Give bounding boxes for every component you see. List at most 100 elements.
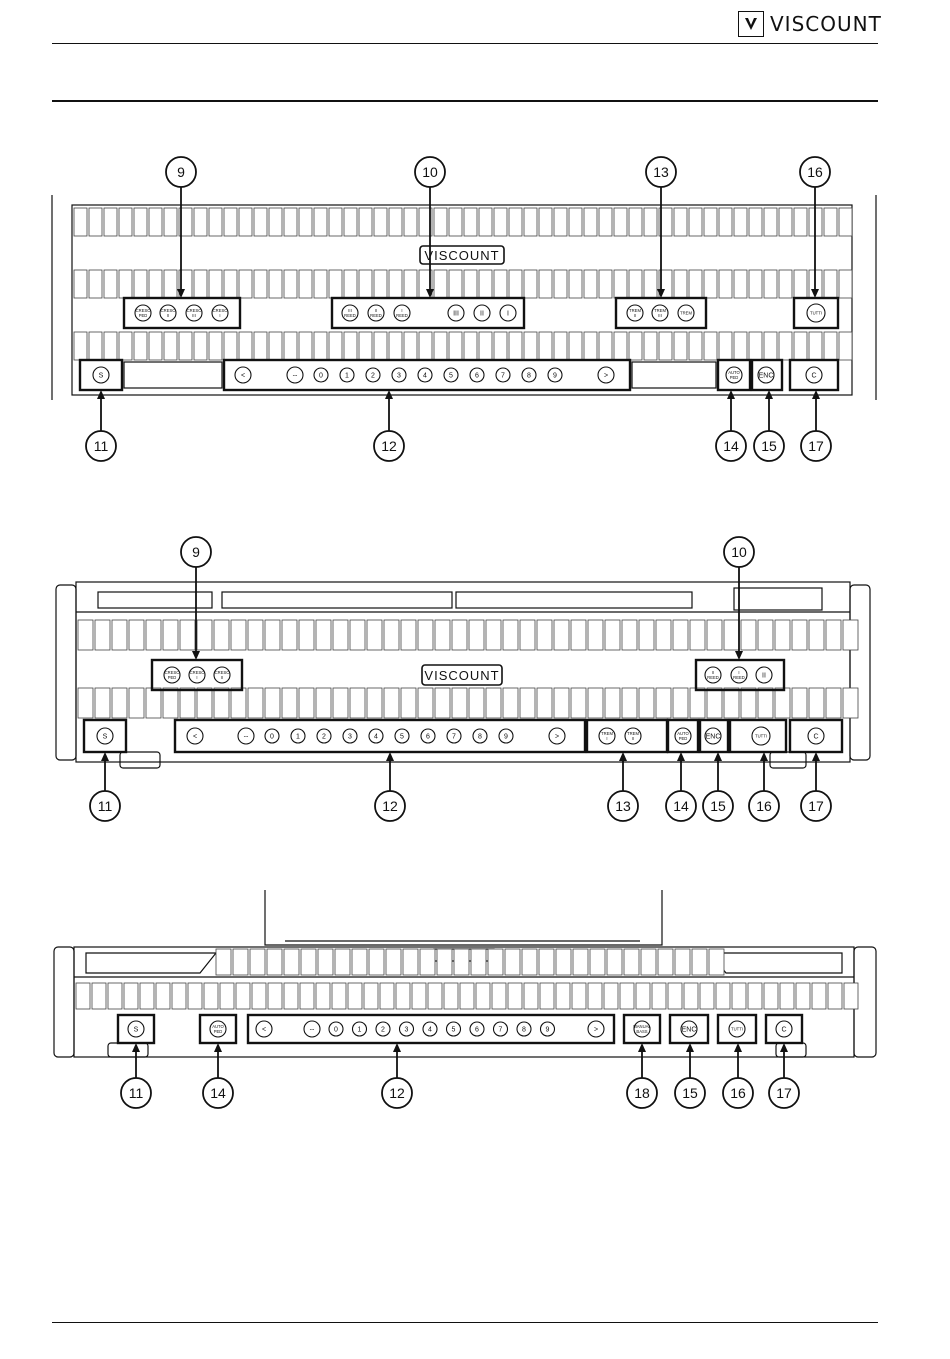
- stop-tab[interactable]: [107, 982, 123, 1010]
- set-button[interactable]: S: [96, 727, 114, 745]
- stop-tab[interactable]: [148, 269, 163, 299]
- stop-tab[interactable]: [179, 619, 196, 651]
- stop-tab[interactable]: [763, 207, 778, 237]
- number-button[interactable]: 3: [391, 367, 407, 383]
- stop-tab[interactable]: [723, 687, 740, 719]
- stop-tab[interactable]: [838, 207, 853, 237]
- stop-tab[interactable]: [145, 687, 162, 719]
- seq-next-button[interactable]: >: [548, 727, 566, 745]
- stop-tab[interactable]: [179, 687, 196, 719]
- stop-tab[interactable]: [358, 207, 373, 237]
- stop-tab[interactable]: [118, 207, 133, 237]
- stop-tab[interactable]: [264, 619, 281, 651]
- stop-tab[interactable]: [604, 687, 621, 719]
- stop-tab[interactable]: [343, 331, 358, 361]
- stop-tab[interactable]: [213, 687, 230, 719]
- stop-tab[interactable]: [689, 619, 706, 651]
- stop-tab[interactable]: [747, 982, 763, 1010]
- stop-tab[interactable]: [791, 687, 808, 719]
- stop-tab[interactable]: [468, 619, 485, 651]
- stop-tab[interactable]: [133, 269, 148, 299]
- stop-tab[interactable]: [638, 619, 655, 651]
- stop-tab[interactable]: [328, 207, 343, 237]
- stop-tab[interactable]: [651, 982, 667, 1010]
- stop-tab[interactable]: [606, 948, 623, 976]
- stop-tab[interactable]: [493, 269, 508, 299]
- stop-tab[interactable]: [247, 619, 264, 651]
- number-button[interactable]: 6: [469, 1021, 485, 1037]
- stop-tab[interactable]: [328, 269, 343, 299]
- stop-tab[interactable]: [643, 331, 658, 361]
- stop-tab[interactable]: [823, 207, 838, 237]
- stop-tab[interactable]: [347, 982, 363, 1010]
- number-button[interactable]: 6: [420, 728, 436, 744]
- stop-tab[interactable]: [635, 982, 651, 1010]
- stop-tab[interactable]: [238, 207, 253, 237]
- stop-tab[interactable]: [363, 982, 379, 1010]
- stop-tab[interactable]: [73, 207, 88, 237]
- stop-tab[interactable]: [793, 269, 808, 299]
- stop-tab[interactable]: [315, 982, 331, 1010]
- reed-button[interactable]: II: [473, 304, 491, 322]
- stop-tab[interactable]: [740, 687, 757, 719]
- number-button[interactable]: 7: [495, 367, 511, 383]
- number-button[interactable]: 2: [365, 367, 381, 383]
- stop-tab[interactable]: [403, 331, 418, 361]
- stop-tab[interactable]: [699, 982, 715, 1010]
- reed-button[interactable]: II: [755, 666, 773, 684]
- stop-tab[interactable]: [171, 982, 187, 1010]
- stop-tab[interactable]: [793, 207, 808, 237]
- stop-tab[interactable]: [539, 982, 555, 1010]
- stop-tab[interactable]: [672, 687, 689, 719]
- stop-tab[interactable]: [463, 269, 478, 299]
- stop-tab[interactable]: [553, 207, 568, 237]
- reed-button[interactable]: III: [447, 304, 465, 322]
- stop-tab[interactable]: [268, 331, 283, 361]
- stop-tab[interactable]: [613, 269, 628, 299]
- stop-tab[interactable]: [366, 619, 383, 651]
- stop-tab[interactable]: [523, 269, 538, 299]
- stop-tab[interactable]: [433, 269, 448, 299]
- enc-button[interactable]: ENC: [704, 727, 722, 745]
- stop-tab[interactable]: [238, 331, 253, 361]
- stop-tab[interactable]: [778, 207, 793, 237]
- stop-tab[interactable]: [825, 619, 842, 651]
- stop-tab[interactable]: [703, 207, 718, 237]
- stop-tab[interactable]: [349, 619, 366, 651]
- stop-tab[interactable]: [538, 331, 553, 361]
- stop-tab[interactable]: [718, 207, 733, 237]
- stop-tab[interactable]: [463, 207, 478, 237]
- stop-tab[interactable]: [706, 687, 723, 719]
- stop-tab[interactable]: [418, 331, 433, 361]
- stop-tab[interactable]: [163, 207, 178, 237]
- stop-tab[interactable]: [519, 687, 536, 719]
- enc-button[interactable]: ENC: [757, 366, 775, 384]
- stop-tab[interactable]: [145, 619, 162, 651]
- stop-tab[interactable]: [538, 269, 553, 299]
- stop-tab[interactable]: [621, 619, 638, 651]
- stop-tab[interactable]: [555, 982, 571, 1010]
- stop-tab[interactable]: [281, 619, 298, 651]
- stop-tab[interactable]: [706, 619, 723, 651]
- stop-tab[interactable]: [434, 687, 451, 719]
- stop-tab[interactable]: [658, 331, 673, 361]
- cancel-button[interactable]: C: [807, 727, 825, 745]
- stop-tab[interactable]: [598, 331, 613, 361]
- stop-tab[interactable]: [823, 331, 838, 361]
- stop-tab[interactable]: [235, 982, 251, 1010]
- stop-tab[interactable]: [283, 948, 300, 976]
- stop-tab[interactable]: [523, 331, 538, 361]
- stop-tab[interactable]: [688, 207, 703, 237]
- stop-tab[interactable]: [723, 619, 740, 651]
- stop-tab[interactable]: [795, 982, 811, 1010]
- seq-next-button[interactable]: >: [587, 1020, 605, 1038]
- stop-tab[interactable]: [774, 687, 791, 719]
- stop-tab[interactable]: [388, 269, 403, 299]
- number-button[interactable]: 1: [290, 728, 306, 744]
- stop-tab[interactable]: [568, 331, 583, 361]
